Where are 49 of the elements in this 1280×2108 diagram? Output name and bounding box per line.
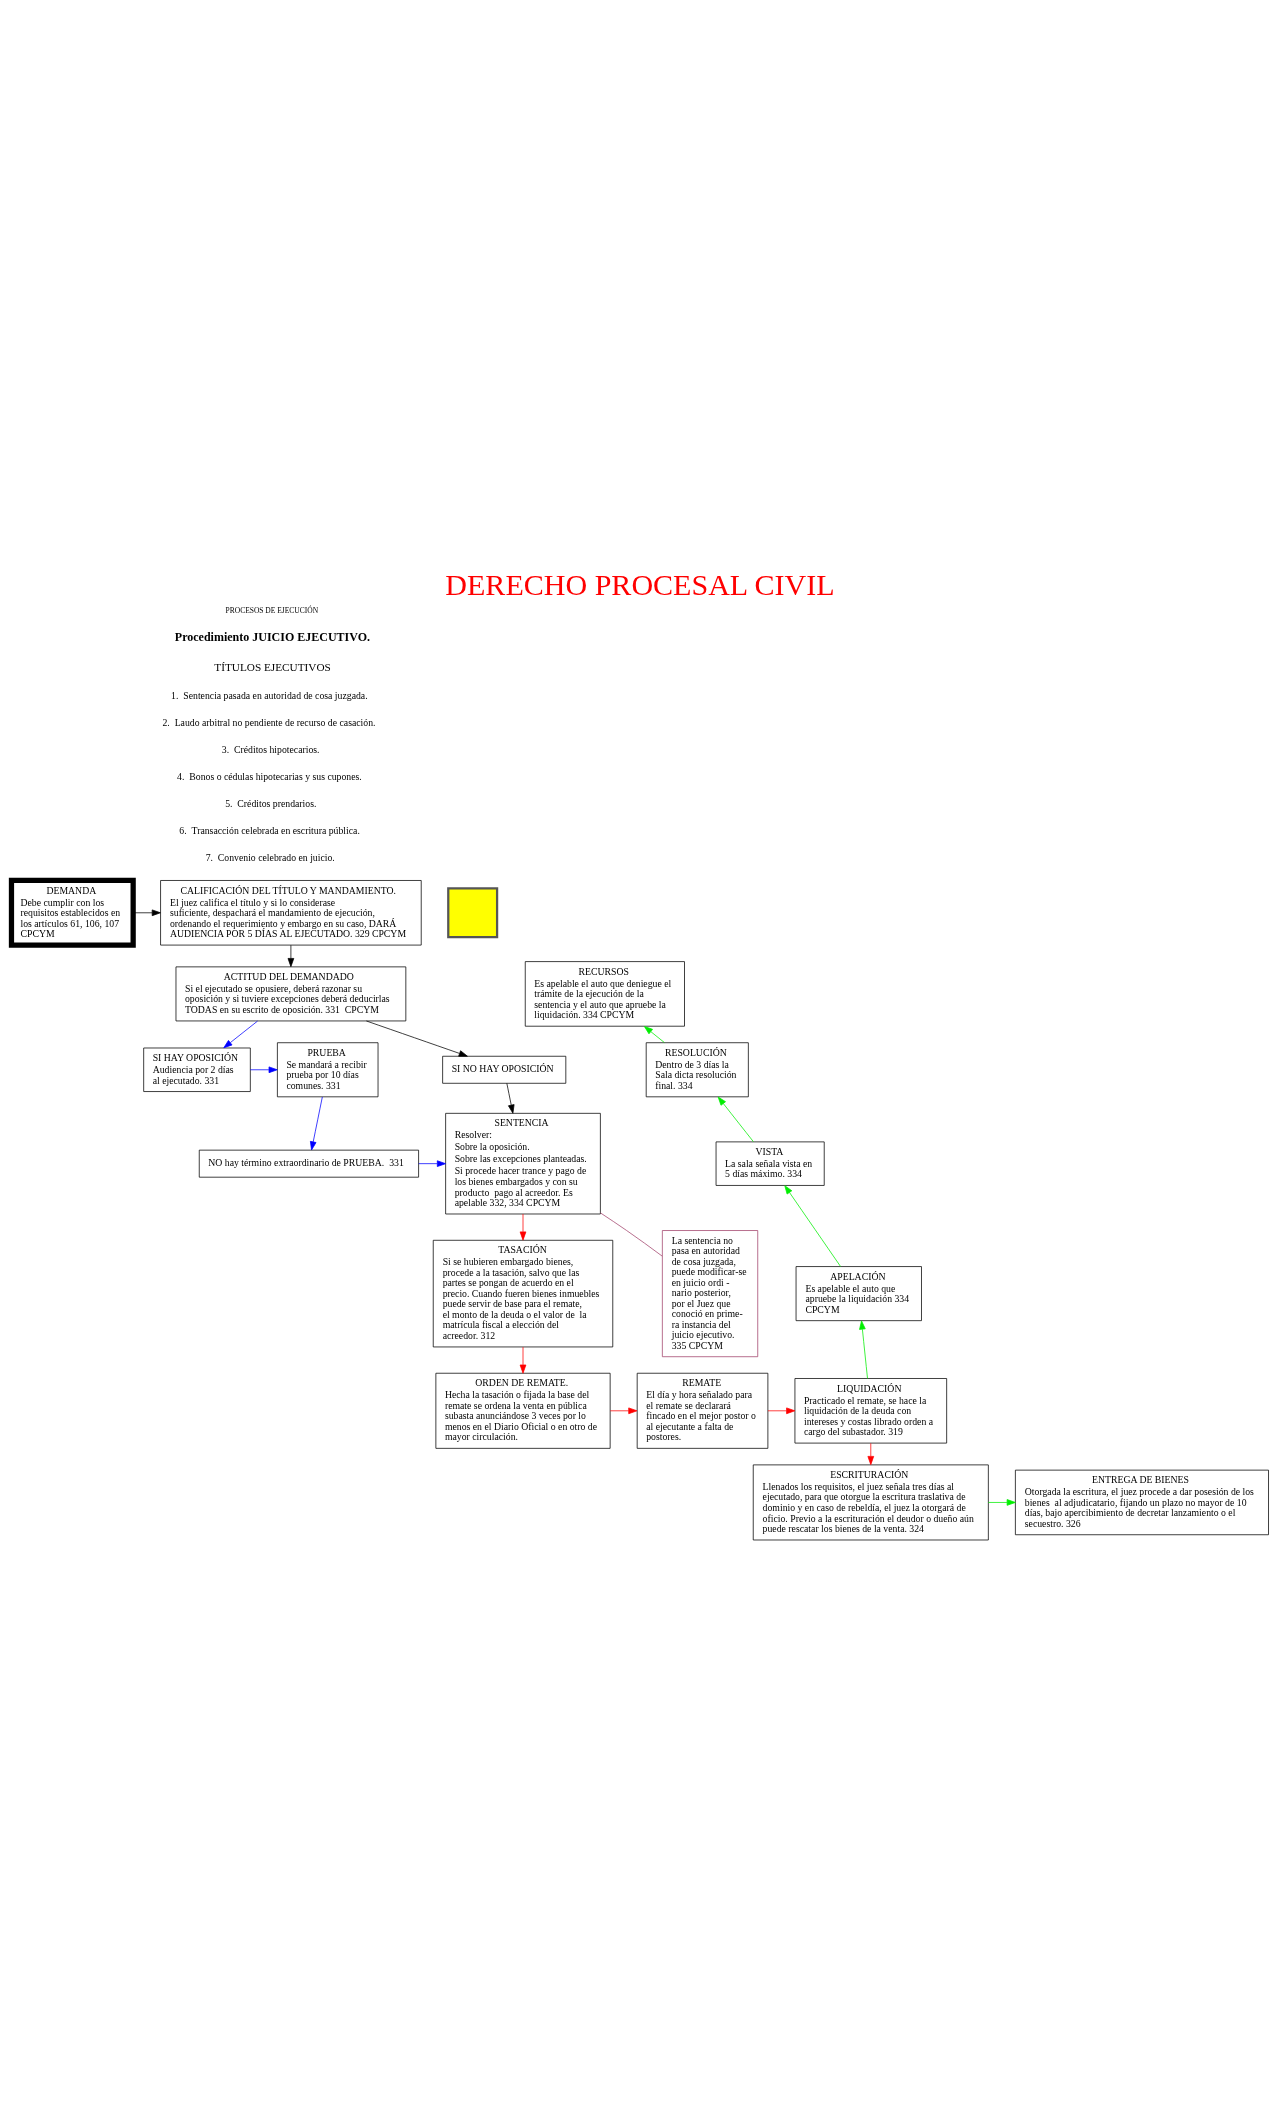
node-box [447,887,499,939]
node-box: ACTITUD DEL DEMANDADO Si el ejecutado se opusiere, deberá razonar su oposición y si tuviere excepciones deberá deducirlas TODAS en su escrito de oposición. 331 CPCYM [175,966,407,1022]
node-box: ORDEN DE REMATE. Hecha la tasación o fijada la base del remate se ordena la venta en pública subasta anunciándose 3 veces por lo menos en el Diario Oficial o en otro de mayor circulación. [435,1372,611,1449]
label: TÍTULOS EJECUTIVOS [214,660,331,673]
node-box: VISTA La sala señala vista en 5 días máximo. 334 [715,1141,825,1186]
connector [600,1212,663,1257]
arrow [287,944,295,968]
arrow [418,1160,446,1167]
node-box: NO hay término extraordinario de PRUEBA. 331 [198,1149,419,1178]
node-box: APELACIÓN Es apelable el auto que apruebe la liquidación 334 CPCYM [795,1266,922,1322]
arrow [767,1407,796,1415]
arrow [643,1026,665,1043]
node-box: RECURSOS Es apelable el auto que deniegue el trámite de la ejecución de la sentencia y el auto que apruebe la liquidación. 334 CPCYM [524,961,685,1027]
node-box: CALIFICACIÓN DEL TÍTULO Y MANDAMIENTO. El juez califica el título y si lo considerase suficiente, despachará el mandamiento de ejecución, ordenando el requerimiento y embargo en su caso, DARÁ AUDIENCIA POR 5 DÍAS AL EJECUTADO. 329 CPCYM [160,880,422,946]
node-box: REMATE El día y hora señalado para el remate se declarará fincado en el mejor postor o al ejecutante a falta de postores. [636,1372,769,1449]
arrow [223,1020,258,1049]
node-box: LIQUIDACIÓN Practicado el remate, se hace la liquidación de la deuda con intereses y costas librado orden a cargo del subastador. 319 [794,1378,948,1444]
arrow [859,1320,868,1379]
node-box: SENTENCIA Resolver: Sobre la oposición. Sobre las excepciones planteadas. Si procede hacer trance y pago de los bienes embargados y con su producto pago al acreedor. Es apelable 332, 334 CPCYM [445,1112,601,1215]
node-box: SI HAY OPOSICIÓN Audiencia por 2 días al ejecutado. 331 [143,1047,251,1092]
node-box: RESOLUCIÓN Dentro de 3 días la Sala dicta resolución final. 334 [645,1042,749,1098]
node-box: ENTREGA DE BIENES Otorgada la escritura, el juez procede a dar posesión de los bienes al adjudicatario, fijando un plazo no mayor de 10 días, bajo apercibimiento de decretar lanzamiento o el secuestro. 326 [1015,1469,1269,1536]
node-box: La sentencia no pasa en autoridad de cosa juzgada, puede modificar-se en juicio ordi - nario posterior, por el Juez que conoció en prime-ra instancia del juicio ejecutivo. 335 CPCYM [661,1230,759,1358]
label: 7. Convenio celebrado en juicio. [205,852,335,864]
arrow [519,1213,527,1241]
arrow [988,1499,1016,1506]
label: 2. Laudo arbitral no pendiente de recurso de casación. [162,717,376,729]
node-box: SI NO HAY OPOSICIÓN [442,1055,567,1084]
arrow [784,1185,841,1267]
arrow [310,1096,323,1151]
label: 1. Sentencia pasada en autoridad de cosa juzgada. [171,690,368,702]
node-box: DEMANDA Debe cumplir con los requisitos establecidos en los artículos 61, 106, 107 CPCYM [8,877,136,948]
arrow [250,1066,278,1074]
label: 6. Transacción celebrada en escritura pública. [179,825,360,837]
node-box: ESCRITURACIÓN Llenados los requisitos, el juez señala tres días al ejecutado, para que otorgue la escritura traslativa de dominio y en caso de rebeldía, el juez la otorgará de oficio. Previo a la escrituración el deudor o dueño aún puede rescatar los bienes de la venta. 324 [752,1464,989,1541]
arrow [133,909,161,917]
node-box: PRUEBA Se mandará a recibir prueba por 10 días comunes. 331 [277,1042,379,1098]
label: 4. Bonos o cédulas hipotecarias y sus cupones. [177,771,362,783]
label: Procedimiento JUICIO EJECUTIVO. [174,629,371,644]
diagram-title: DERECHO PROCESAL CIVIL [445,568,835,602]
arrow [609,1407,638,1415]
node-box: TASACIÓN Si se hubieren embargado bienes, procede a la tasación, salvo que las partes se pongan de acuerdo en el precio. Cuando fueren bienes inmuebles puede servir de base para el remate, el monto de la deuda o el valor de la matrícula fiscal a elección del acreedor. 312 [432,1239,614,1348]
arrow [519,1346,527,1374]
arrow [867,1442,875,1466]
label: 3. Créditos hipotecarios. [221,744,320,756]
label: PROCESOS DE EJECUCIÓN [225,606,319,616]
arrow [717,1096,754,1143]
label: 5. Créditos prendarios. [225,798,317,810]
arrow [506,1083,515,1114]
